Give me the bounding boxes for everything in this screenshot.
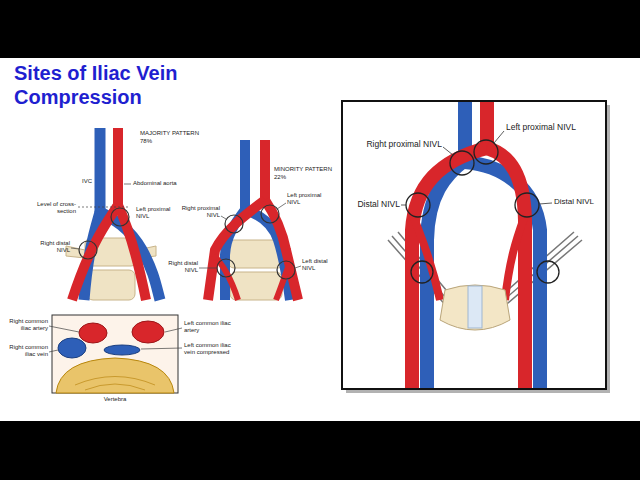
leader-line <box>49 326 182 352</box>
cross-section-inset <box>52 315 178 393</box>
compression-circle <box>406 193 430 217</box>
anatomy-label: Vertebra <box>95 396 135 403</box>
anatomy-label: Right common iliac artery <box>3 318 48 332</box>
slide-title: Sites of Iliac Vein Compression <box>14 61 229 109</box>
nivl-label: Right proximal NIVL <box>344 140 442 150</box>
leader-line <box>165 328 182 332</box>
vein <box>95 128 106 212</box>
leader-line <box>277 203 286 209</box>
anatomy-label: IVC <box>62 178 92 185</box>
cross-section-inset <box>75 377 155 391</box>
anatomy-label: Right common iliac vein <box>3 344 48 358</box>
leader-line <box>443 147 453 155</box>
panel-frame <box>342 101 606 389</box>
nivl-label: Left proximal NIVL <box>506 123 602 133</box>
artery <box>413 215 440 300</box>
leader-line <box>141 348 182 349</box>
compression-circle <box>515 193 539 217</box>
cross-section-inset <box>104 345 140 355</box>
artery <box>505 215 525 300</box>
vein <box>240 140 250 210</box>
leader-line <box>78 207 130 208</box>
compression-circle <box>474 140 498 164</box>
artery <box>113 128 123 205</box>
artery <box>208 140 298 300</box>
sacrum <box>440 285 510 330</box>
black-bar <box>0 0 640 58</box>
artery <box>412 148 487 388</box>
compression-circle <box>79 241 97 259</box>
anatomy-label: Level of cross-section <box>22 201 76 215</box>
compression-circle <box>406 140 559 283</box>
leader-line <box>295 266 301 268</box>
artery <box>276 262 290 300</box>
artery <box>265 200 298 300</box>
compression-circle <box>79 208 129 259</box>
leader-line <box>49 326 79 332</box>
compression-circle <box>111 208 129 226</box>
anatomy-label: MAJORITY PATTERN <box>140 130 202 137</box>
artery <box>118 205 146 300</box>
leader-line <box>494 131 504 143</box>
anatomy-label: Left proximal NIVL <box>287 192 329 206</box>
anatomy-label: Right distal NIVL <box>160 260 198 274</box>
cross-section-inset <box>58 338 86 358</box>
anatomy-label: Left proximal NIVL <box>136 206 176 220</box>
leader-line <box>124 184 131 185</box>
black-bar <box>0 421 640 480</box>
leader-line <box>199 268 216 269</box>
compression-circle <box>537 261 559 283</box>
anatomy-label: Abdominal aorta <box>133 180 183 187</box>
compression-circle <box>217 205 295 279</box>
leader-line <box>71 184 131 249</box>
cross-section-inset <box>132 321 164 343</box>
leader-line <box>539 203 552 204</box>
anatomy-label: Left common iliac vein compressed <box>184 342 238 356</box>
leader-line <box>49 350 58 352</box>
anatomy-label: 78% <box>140 138 170 145</box>
panel-frame <box>342 101 610 393</box>
leader-line <box>401 205 406 206</box>
cross-section-inset <box>52 315 178 393</box>
anatomy-label: Right proximal NIVL <box>176 205 220 219</box>
artery <box>260 140 270 200</box>
artery <box>72 128 146 300</box>
artery <box>214 255 238 300</box>
leader-line <box>221 216 226 219</box>
anatomy-label: Left common iliac artery <box>184 320 238 334</box>
vertebra <box>87 270 135 300</box>
compression-circle <box>225 215 243 233</box>
compression-circle <box>261 205 279 223</box>
compression-circle <box>277 261 295 279</box>
compression-circle <box>411 261 433 283</box>
sacrum <box>440 285 510 330</box>
compression-circle <box>217 259 235 277</box>
anatomy-label: 22% <box>274 174 304 181</box>
nivl-label: Distal NIVL <box>554 197 604 206</box>
nivl-label: Distal NIVL <box>346 200 400 210</box>
compression-circle <box>450 151 474 175</box>
anatomy-label: MINORITY PATTERN <box>274 166 338 173</box>
sacrum <box>468 286 482 328</box>
cross-section-inset <box>79 323 107 343</box>
artery <box>487 148 525 388</box>
anatomy-label: Right distal NIVL <box>30 240 70 254</box>
anatomy-label: Left distal NIVL <box>302 258 338 272</box>
leader-line <box>71 248 79 249</box>
cross-section-inset <box>56 358 174 393</box>
